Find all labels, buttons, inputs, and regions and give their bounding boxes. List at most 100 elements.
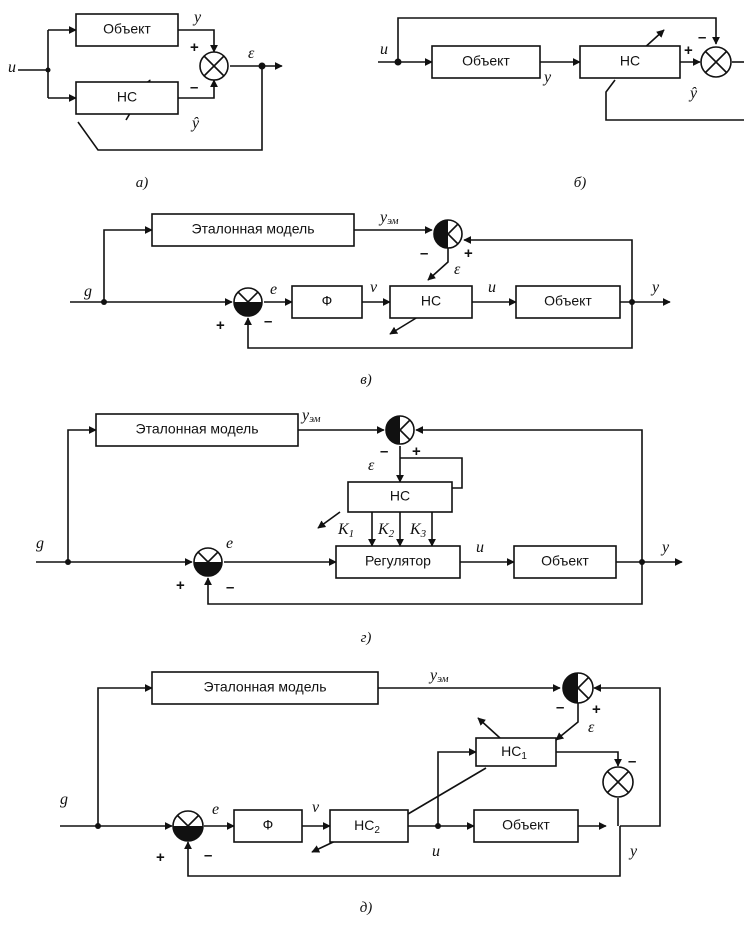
diagram-d-e-label: e: [212, 801, 219, 818]
diagram-g-summing-junction-top: [385, 415, 415, 445]
diagram-v-y-label: y: [650, 279, 660, 296]
diagram-g-plus-sign-bottom: +: [176, 577, 185, 594]
diagram-d-reference-model-label: Эталонная модель: [204, 679, 327, 695]
diagram-a-object-label: Объект: [103, 21, 151, 37]
diagram-d-adaptation-arrow-ns1: [477, 717, 501, 739]
diagram-g-object-label: Объект: [541, 553, 589, 569]
diagram-b-branch-point: [394, 58, 402, 66]
diagram-d-object-block: [473, 809, 579, 843]
diagram-b-yhat-label: ŷ: [688, 85, 698, 102]
diagram-d-minus-sign: –: [556, 699, 564, 716]
diagram-b-object-block: [431, 45, 541, 79]
diagram-v-object-block: [515, 285, 621, 319]
caption-v: в): [360, 372, 372, 388]
diagram-a-ns-label: НС: [117, 89, 137, 105]
diagram-g-adaptation-arrow: [317, 511, 341, 529]
diagram-g-regulator-block: [335, 545, 461, 579]
diagram-g-eps-label: ε: [368, 457, 375, 474]
diagram-b-plus-sign: +: [684, 42, 693, 59]
diagram-a-object-block: [75, 13, 179, 47]
diagram-d-y-label: y: [628, 843, 638, 860]
diagram-a-branch-point: [258, 62, 266, 70]
diagram-a-y-label: y: [192, 9, 202, 26]
diagram-d-ns1-block: [475, 737, 557, 767]
diagram-a-ns-block: [75, 81, 179, 115]
diagram-g-g-label: g: [36, 535, 44, 552]
diagram-v-e-label: e: [270, 281, 277, 298]
diagram-g-k2-label: K2: [377, 521, 395, 540]
diagram-g-minus-sign: –: [380, 443, 388, 460]
diagram-a-plus-sign: +: [190, 39, 199, 56]
diagram-d-phi-block: [233, 809, 303, 843]
diagram-g-summing-junction-bottom: [193, 547, 223, 577]
diagram-g-object-block: [513, 545, 617, 579]
diagram-g-minus-sign-bottom: –: [226, 579, 234, 596]
diagram-d-branch-point: [435, 823, 441, 829]
diagram-d-eps-label: ε: [588, 719, 595, 736]
diagram-g-reference-model-label: Эталонная модель: [136, 421, 259, 437]
diagram-v-plus-sign: +: [464, 245, 473, 262]
diagram-v-plus-sign-bottom: +: [216, 317, 225, 334]
diagram-v-ns-label: НС: [421, 293, 441, 309]
diagram-v-object-label: Объект: [544, 293, 592, 309]
diagram-v-reference-model-label: Эталонная модель: [192, 221, 315, 237]
diagram-d-ns2-label: НС2: [354, 817, 380, 836]
diagram-v-ns-block: [389, 285, 473, 319]
diagram-a-summing-junction: [199, 51, 229, 81]
diagram-g-plus-sign: +: [412, 443, 421, 460]
diagram-v-minus-sign-bottom: –: [264, 313, 272, 330]
diagram-d-object-label: Объект: [502, 817, 550, 833]
diagram-a-yhat-label: ŷ: [190, 115, 200, 132]
diagram-g-reference-model-block: [95, 413, 299, 447]
diagram-v-u-label: u: [488, 279, 496, 296]
diagram-v-v-label: v: [370, 279, 378, 296]
diagram-g: Эталонная модель НС Регулятор Объект g у…: [36, 407, 683, 646]
diagram-v-phi-block: [291, 285, 363, 319]
diagram-d-summing-junction-top: [562, 672, 594, 704]
diagram-d-minus-sign-bottom: –: [204, 847, 212, 864]
diagram-a-minus-sign: –: [190, 79, 198, 96]
diagram-d-g-label: g: [60, 791, 68, 808]
diagram-b-u-label: u: [380, 41, 388, 58]
diagram-g-branch-point: [65, 559, 71, 565]
diagram-d-minus-sign-middle: –: [628, 753, 636, 770]
diagram-a: Объект НС u y ŷ ε + – а): [8, 9, 283, 191]
diagram-v-minus-sign: –: [420, 245, 428, 262]
diagram-a-connections: [18, 26, 283, 151]
diagram-b-connections: [378, 17, 744, 121]
diagram-b-ns-label: НС: [620, 53, 640, 69]
diagram-g-u-label: u: [476, 539, 484, 556]
diagram-v-connections: [70, 226, 671, 349]
diagram-a-u-label: u: [8, 59, 16, 76]
diagram-d-v-label: v: [312, 799, 320, 816]
diagram-b: Объект НС u y ŷ + – б): [378, 17, 744, 191]
diagram-b-y-label: y: [542, 69, 552, 86]
diagram-d: Эталонная модель НС1 Ф НС2 Объект g уэм …: [60, 667, 661, 916]
diagram-g-k1-label: K1: [337, 521, 354, 540]
diagram-d-summing-junction-middle: [602, 766, 634, 798]
diagram-d-reference-model-block: [151, 671, 379, 705]
diagram-b-summing-junction: [700, 46, 732, 78]
diagram-g-regulator-label: Регулятор: [365, 553, 431, 569]
diagram-d-connections: [60, 684, 661, 877]
diagram-d-phi-label: Ф: [263, 817, 274, 833]
diagram-a-eps-label: ε: [248, 45, 255, 62]
diagram-d-branch-point: [95, 823, 101, 829]
diagram-v-reference-model-block: [151, 213, 355, 247]
diagram-a-branch-point: [45, 67, 51, 73]
diagram-v: Эталонная модель Ф НС Объект g уэм e v u…: [70, 209, 671, 388]
diagram-v-g-label: g: [84, 283, 92, 300]
diagram-v-eps-label: ε: [454, 261, 461, 278]
diagram-d-u-label: u: [432, 843, 440, 860]
diagram-v-phi-label: Ф: [322, 293, 333, 309]
diagram-g-e-label: e: [226, 535, 233, 552]
diagram-g-y-label: y: [660, 539, 670, 556]
caption-g: г): [361, 630, 372, 646]
diagram-g-ns-block: [347, 481, 453, 513]
caption-d: д): [360, 900, 373, 916]
diagram-d-summing-junction-bottom: [172, 810, 204, 842]
diagram-g-branch-point: [639, 559, 645, 565]
diagram-v-yem-label: уэм: [378, 209, 399, 227]
diagram-d-ns2-block: [329, 809, 409, 843]
